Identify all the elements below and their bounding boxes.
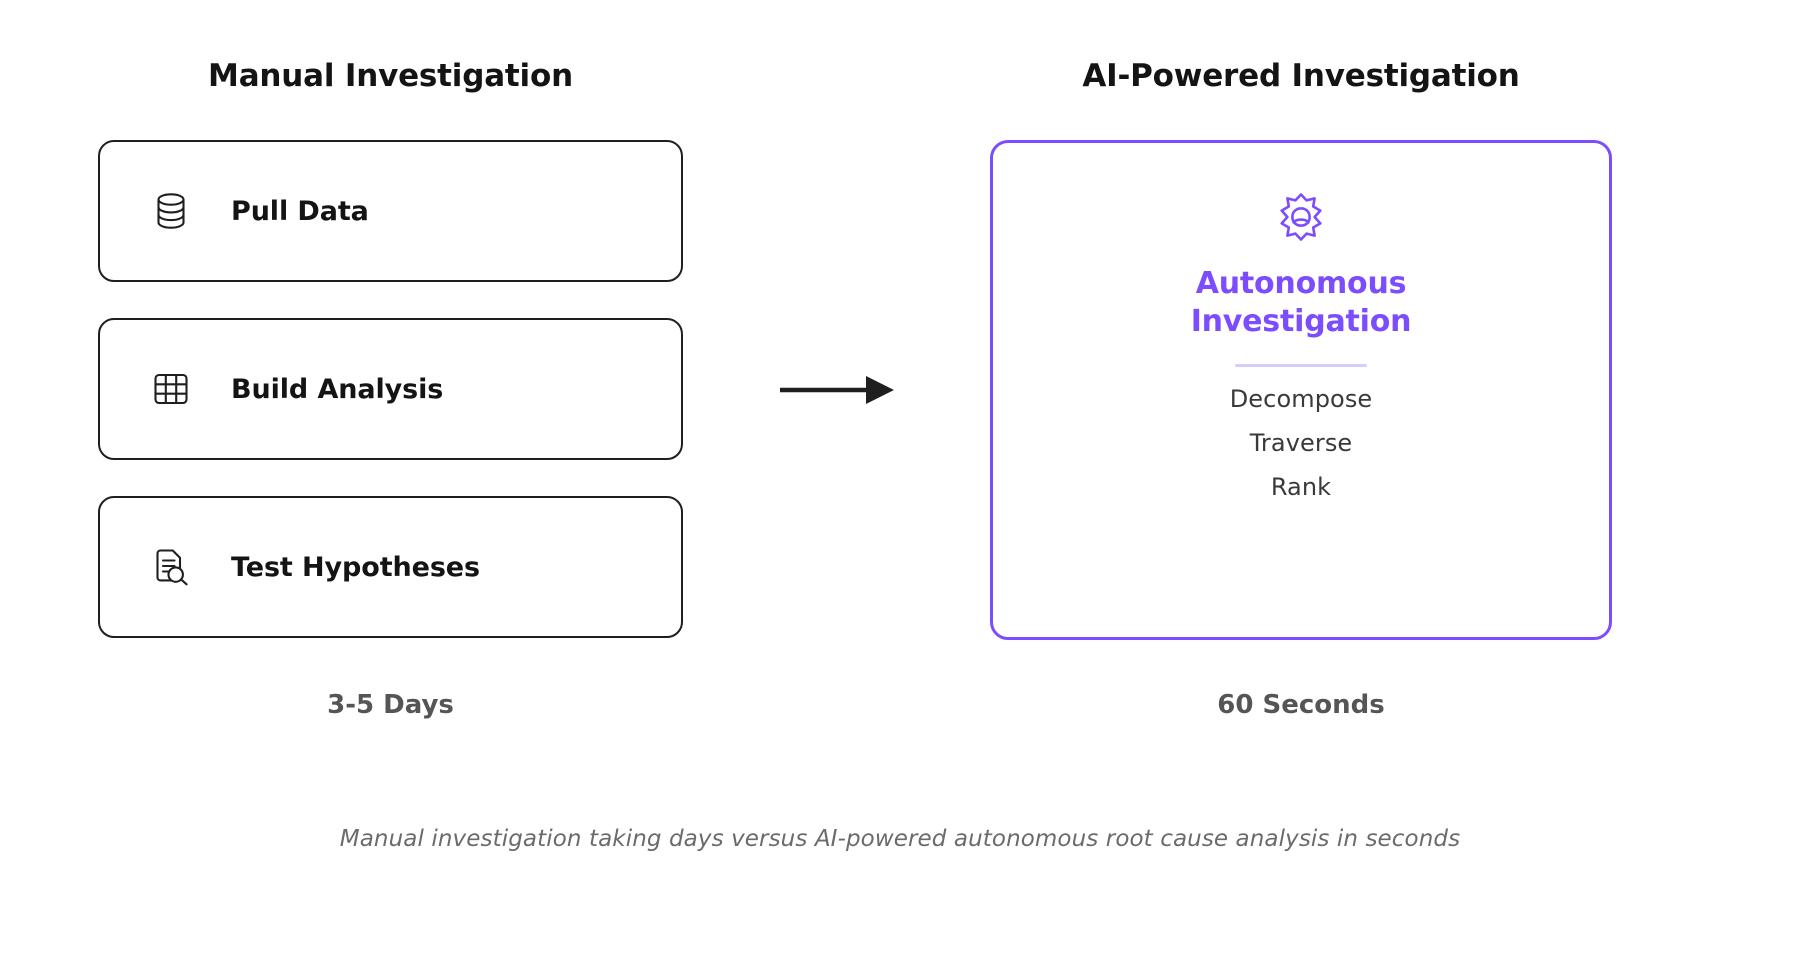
manual-steps-list: Pull Data Build Analysis bbox=[98, 140, 683, 674]
ai-duration-label: 60 Seconds bbox=[1217, 690, 1385, 720]
ai-step-decompose: Decompose bbox=[1229, 385, 1373, 414]
ai-card-title-line1: Autonomous bbox=[1195, 266, 1407, 301]
manual-duration-label: 3-5 Days bbox=[327, 690, 454, 720]
diagram-caption: Manual investigation taking days versus … bbox=[339, 826, 1461, 852]
step-card-test-hypotheses[interactable]: Test Hypotheses bbox=[98, 496, 683, 638]
database-icon bbox=[148, 188, 194, 234]
step-card-pull-data[interactable]: Pull Data bbox=[98, 140, 683, 282]
ai-column-heading: AI-Powered Investigation bbox=[1082, 58, 1520, 94]
step-label: Build Analysis bbox=[231, 373, 444, 405]
ai-investigation-card[interactable]: Autonomous Investigation Decompose Trave… bbox=[990, 140, 1612, 640]
ai-card-title-line2: Investigation bbox=[1190, 304, 1412, 340]
ai-card-divider bbox=[1235, 364, 1367, 368]
ai-step-rank: Rank bbox=[1270, 473, 1332, 502]
ai-step-traverse: Traverse bbox=[1249, 429, 1353, 458]
table-grid-icon bbox=[148, 366, 194, 412]
step-label: Test Hypotheses bbox=[231, 551, 480, 583]
ai-card-title: Autonomous Investigation bbox=[1191, 265, 1412, 341]
step-label: Pull Data bbox=[231, 195, 369, 227]
ai-sparkle-badge-icon bbox=[1275, 191, 1327, 243]
manual-column-heading: Manual Investigation bbox=[208, 58, 573, 94]
arrow-right-icon bbox=[778, 362, 898, 418]
document-search-icon bbox=[148, 544, 194, 590]
step-card-build-analysis[interactable]: Build Analysis bbox=[98, 318, 683, 460]
ai-steps-list: Decompose Traverse Rank bbox=[1230, 385, 1373, 501]
